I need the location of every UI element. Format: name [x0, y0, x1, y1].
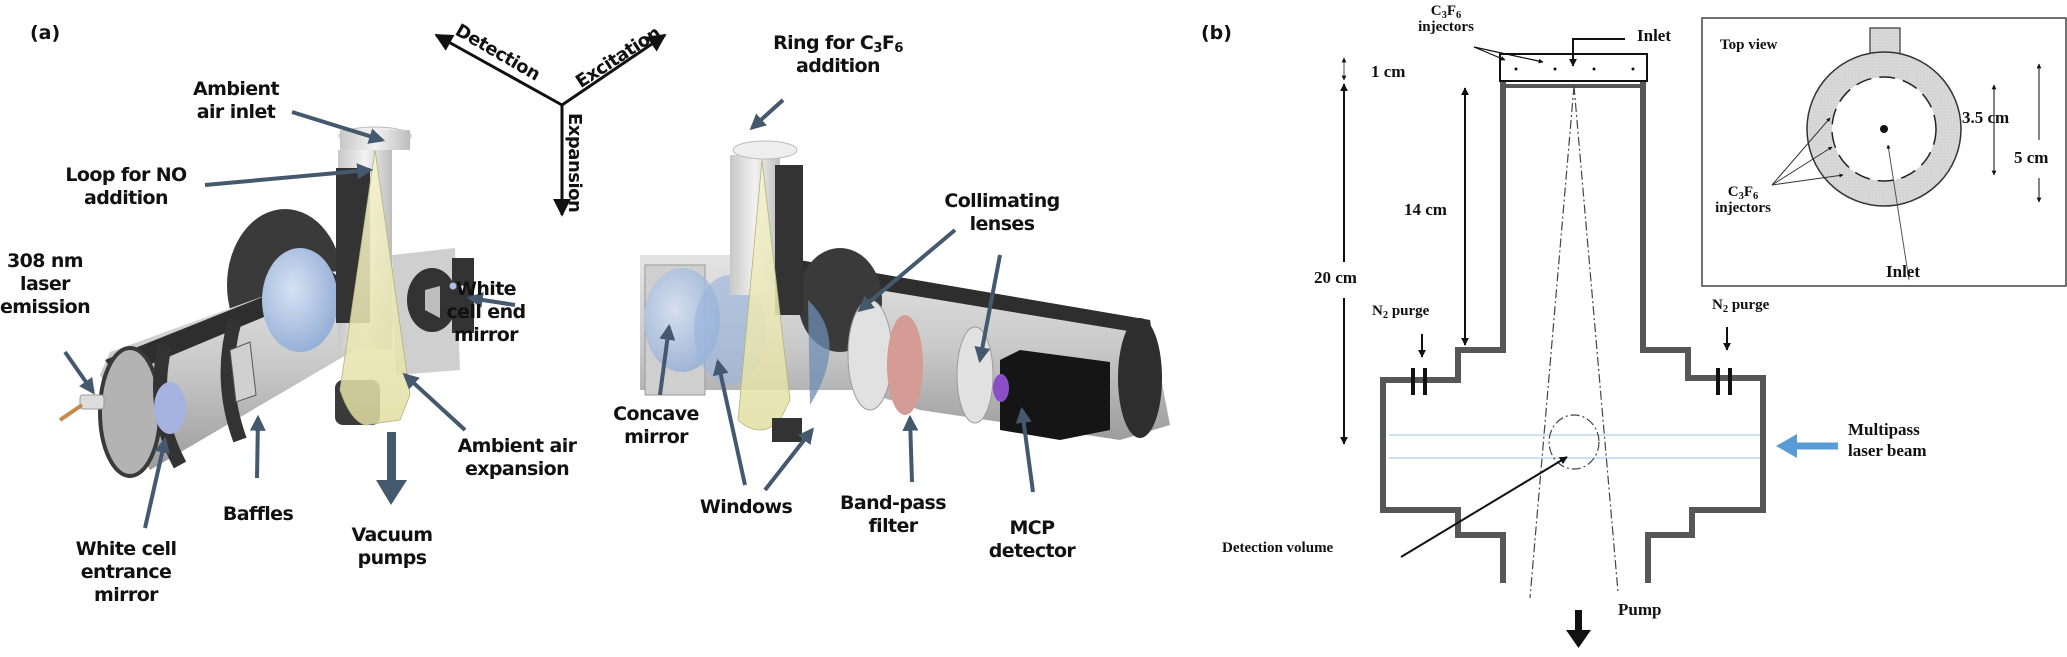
label-subscript: 6 — [894, 41, 903, 56]
label-5cm: 5 cm — [2014, 148, 2049, 167]
label-line: C3F6 — [1418, 3, 1474, 21]
label-band-pass-filter: Band-pass filter — [840, 492, 947, 538]
label-line: lenses — [969, 213, 1035, 236]
label-subscript: 2 — [1382, 310, 1389, 321]
label-subscript: 3 — [873, 41, 882, 56]
label-line: Loop for NO — [65, 164, 187, 186]
label-part: Ring for C — [773, 32, 874, 54]
label-line: C3F6 — [1715, 184, 1771, 202]
label-line: Multipass — [1848, 420, 1920, 439]
label-detection-volume: Detection volume — [1222, 540, 1334, 556]
label-c3f6-injectors-inset: C3F6 injectors — [1715, 184, 1771, 216]
label-308nm-laser: 308 nm laser emission — [0, 250, 91, 320]
label-line: addition — [84, 187, 169, 210]
label-baffles: Baffles — [222, 503, 294, 525]
label-white-cell-end-mirror: White cell end mirror — [446, 278, 526, 348]
label-line: White cell — [75, 538, 177, 560]
schematic-b — [1340, 38, 1838, 648]
label-line: injectors — [1715, 200, 1771, 217]
label-multipass-laser-beam: Multipass laser beam — [1848, 420, 1927, 461]
label-line: mirror — [94, 584, 158, 607]
axis-expansion-label: Expansion — [564, 113, 585, 213]
label-top-view: Top view — [1720, 37, 1778, 53]
panel-b-tag: (b) — [1201, 22, 1232, 44]
label-line: Vacuum — [351, 524, 433, 546]
label-collimating-lenses: Collimating lenses — [944, 190, 1060, 236]
label-line: emission — [0, 296, 91, 319]
label-line: mirror — [624, 426, 688, 449]
label-subscript: 2 — [1722, 304, 1729, 315]
label-ambient-air-expansion: Ambient air expansion — [458, 435, 577, 481]
label-part: purge — [1388, 303, 1430, 319]
label-line: Collimating — [944, 190, 1060, 212]
label-line: entrance — [80, 561, 172, 584]
label-line: air inlet — [196, 101, 276, 124]
label-part: purge — [1728, 297, 1770, 313]
label-20cm: 20 cm — [1314, 268, 1357, 287]
label-line: injectors — [1418, 18, 1474, 35]
label-n2-purge-right: N2 purge — [1712, 296, 1770, 315]
label-line: mirror — [454, 324, 518, 347]
left-cell-drawing — [58, 126, 474, 478]
label-part: F — [881, 32, 895, 54]
label-line: laser beam — [1848, 440, 1927, 460]
label-windows: Windows — [699, 496, 793, 518]
label-loop-for-no: Loop for NO addition — [65, 164, 187, 210]
label-inlet-inset: Inlet — [1886, 262, 1920, 281]
label-line: 308 nm — [6, 250, 84, 272]
label-line: White — [456, 278, 517, 300]
label-c3f6-injectors-top: C3F6 injectors — [1418, 3, 1474, 36]
label-subscript: 3 — [1441, 10, 1447, 21]
label-white-cell-entrance-mirror: White cell entrance mirror — [76, 538, 177, 608]
label-part: C — [1430, 3, 1442, 19]
label-14cm: 14 cm — [1404, 200, 1447, 219]
label-part: N — [1372, 303, 1383, 319]
label-line: MCP — [1009, 517, 1056, 539]
label-line: cell end — [446, 301, 526, 324]
label-part: F — [1743, 184, 1753, 200]
label-line: expansion — [464, 458, 570, 481]
label-line: pumps — [357, 547, 427, 570]
label-part: N — [1712, 297, 1723, 313]
label-inlet: Inlet — [1637, 26, 1671, 45]
label-ring-c3f6: Ring for C3F6 addition — [773, 32, 903, 78]
label-subscript: 3 — [1738, 191, 1744, 202]
axes-triad — [434, 33, 667, 217]
vacuum-pump-arrow — [376, 432, 407, 505]
top-view-inset — [1701, 17, 2067, 287]
label-pump: Pump — [1618, 600, 1662, 619]
label-line: filter — [868, 515, 918, 538]
label-line: Band-pass — [840, 492, 947, 514]
label-line: laser — [20, 273, 71, 296]
label-line: Concave — [613, 403, 699, 425]
label-concave-mirror: Concave mirror — [613, 403, 699, 449]
right-cell-drawing — [640, 140, 1170, 442]
label-line: detector — [988, 540, 1076, 563]
label-subscript: 6 — [1456, 10, 1462, 21]
label-n2-purge-left: N2 purge — [1372, 302, 1430, 321]
label-mcp-detector: MCP detector — [988, 517, 1076, 563]
label-line: Ambient air — [457, 435, 577, 457]
label-part: F — [1446, 3, 1456, 19]
label-part: C — [1727, 184, 1739, 200]
label-3-5cm: 3.5 cm — [1962, 108, 2010, 127]
label-line: Ring for C3F6 — [773, 32, 903, 55]
label-subscript: 6 — [1753, 191, 1759, 202]
pointer-arrows-a — [63, 98, 1035, 529]
label-1cm: 1 cm — [1371, 62, 1406, 81]
label-vacuum-pumps: Vacuum pumps — [351, 524, 433, 570]
panel-a-tag: (a) — [30, 22, 61, 44]
label-ambient-air-inlet: Ambient air inlet — [193, 78, 280, 124]
label-line: Ambient — [193, 78, 280, 100]
label-line: addition — [796, 55, 881, 78]
